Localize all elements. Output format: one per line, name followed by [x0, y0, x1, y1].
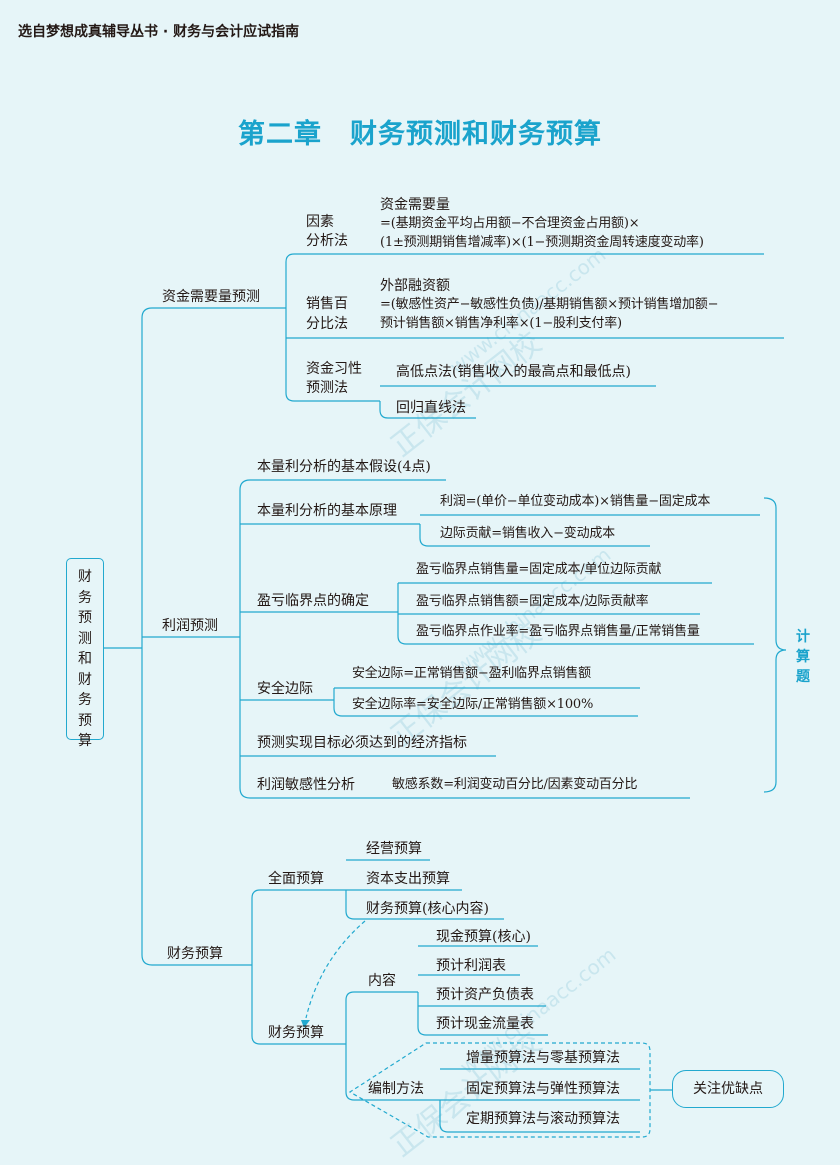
list-item: 经营预算 — [366, 841, 422, 857]
list-item: 本量利分析的基本假设(4点) — [257, 459, 431, 475]
calculation-note: 计 算 题 — [792, 627, 814, 687]
calc-char: 计 — [796, 629, 810, 645]
root-char: 务 — [78, 589, 92, 606]
formula-line: 安全边际率=安全边际/正常销售额×100% — [352, 697, 594, 712]
root-char: 务 — [78, 692, 92, 708]
branch-capital-forecast: 资金需要量预测 — [162, 289, 260, 305]
formula-line: 利润=(单价−单位变动成本)×销售量−固定成本 — [440, 494, 711, 509]
formula-line: 盈亏临界点作业率=盈亏临界点销售量/正常销售量 — [416, 624, 700, 639]
root-char: 算 — [78, 733, 92, 749]
factor-method-label: 分析法 — [306, 233, 348, 249]
calc-char: 算 — [796, 649, 810, 665]
branch-financial-budget: 财务预算 — [167, 946, 223, 962]
list-item: 高低点法(销售收入的最高点和最低点) — [396, 364, 631, 380]
sensitivity-label: 利润敏感性分析 — [257, 777, 355, 793]
principle-label: 本量利分析的基本原理 — [257, 503, 397, 519]
root-char: 和 — [78, 651, 92, 667]
list-item: 定期预算法与滚动预算法 — [466, 1111, 620, 1127]
formula-line: 外部融资额 — [380, 278, 450, 294]
note-bubble: 关注优缺点 — [672, 1070, 784, 1108]
formula-line: 安全边际=正常销售额−盈利临界点销售额 — [352, 666, 591, 681]
formula-line: (1±预测期销售增减率)×(1−预测期资金周转速度变动率) — [380, 235, 704, 250]
capital-habit-label: 预测法 — [306, 380, 348, 396]
list-item: 增量预算法与零基预算法 — [466, 1050, 620, 1066]
list-item: 预测实现目标必须达到的经济指标 — [257, 735, 467, 751]
root-char: 财 — [78, 569, 92, 585]
factor-method-label: 因素 — [306, 214, 334, 230]
formula-line: 盈亏临界点销售量=固定成本/单位边际贡献 — [416, 562, 662, 577]
formula-line: 预计销售额×销售净利率×(1−股利支付率) — [380, 316, 622, 331]
list-item: 回归直线法 — [396, 400, 466, 416]
branch-profit-forecast: 利润预测 — [162, 618, 218, 634]
breakeven-label: 盈亏临界点的确定 — [257, 593, 369, 609]
sales-percent-label: 销售百 — [306, 296, 348, 312]
root-node: 财 务 预 测 和 财 务 预 算 — [66, 558, 104, 749]
calc-char: 题 — [796, 669, 810, 685]
method-label: 编制方法 — [368, 1081, 424, 1097]
full-budget-label: 全面预算 — [268, 871, 324, 887]
root-char: 预 — [78, 712, 92, 729]
root-char: 测 — [78, 630, 92, 647]
formula-line: 敏感系数=利润变动百分比/因素变动百分比 — [392, 777, 638, 792]
list-item: 预计资产负债表 — [436, 987, 534, 1003]
capital-habit-label: 资金习性 — [306, 361, 362, 377]
fin-budget-label: 财务预算 — [268, 1025, 324, 1041]
content-label: 内容 — [368, 973, 396, 989]
list-item: 固定预算法与弹性预算法 — [466, 1081, 620, 1097]
chapter-title: 第二章 财务预测和财务预算 — [238, 119, 602, 150]
list-item: 现金预算(核心) — [436, 929, 531, 945]
root-char: 预 — [78, 610, 92, 626]
formula-line: 资金需要量 — [380, 197, 450, 213]
list-item: 资本支出预算 — [366, 871, 450, 887]
formula-line: 边际贡献=销售收入−变动成本 — [440, 526, 615, 541]
safety-margin-label: 安全边际 — [257, 681, 313, 697]
formula-line: =(基期资金平均占用额−不合理资金占用额)× — [380, 216, 640, 231]
root-char: 财 — [78, 671, 92, 688]
list-item: 预计利润表 — [436, 958, 506, 974]
sales-percent-label: 分比法 — [306, 316, 348, 332]
list-item: 预计现金流量表 — [436, 1016, 534, 1032]
book-header: 选自梦想成真辅导丛书 · 财务与会计应试指南 — [18, 24, 300, 40]
formula-line: 盈亏临界点销售额=固定成本/边际贡献率 — [416, 594, 649, 609]
formula-line: =(敏感性资产−敏感性负债)/基期销售额×预计销售增加额− — [380, 297, 719, 312]
list-item: 财务预算(核心内容) — [366, 901, 489, 917]
